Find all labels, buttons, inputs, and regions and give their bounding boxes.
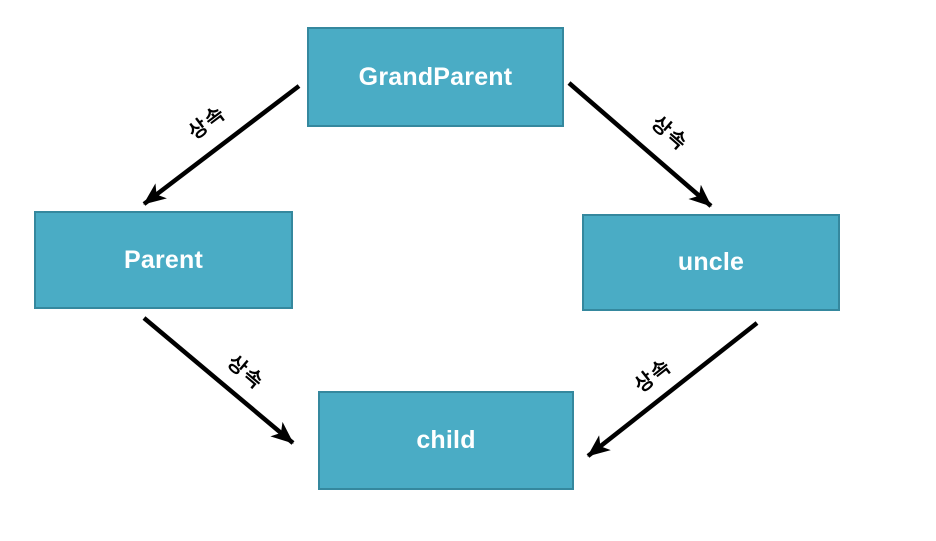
- node-child: child: [318, 391, 574, 490]
- edge-grandparent-uncle: [567, 81, 713, 208]
- edge-parent-child: [142, 316, 295, 445]
- node-uncle-label: uncle: [677, 248, 745, 276]
- node-parent-label: Parent: [123, 245, 203, 274]
- edge-uncle-child: [586, 321, 759, 458]
- edge-grandparent-parent: [142, 84, 301, 206]
- node-parent: Parent: [34, 211, 293, 309]
- node-grandparent: GrandParent: [307, 27, 564, 127]
- node-uncle: uncle: [582, 214, 840, 311]
- node-grandparent-label: GrandParent: [358, 62, 513, 91]
- node-child-label: child: [416, 426, 476, 454]
